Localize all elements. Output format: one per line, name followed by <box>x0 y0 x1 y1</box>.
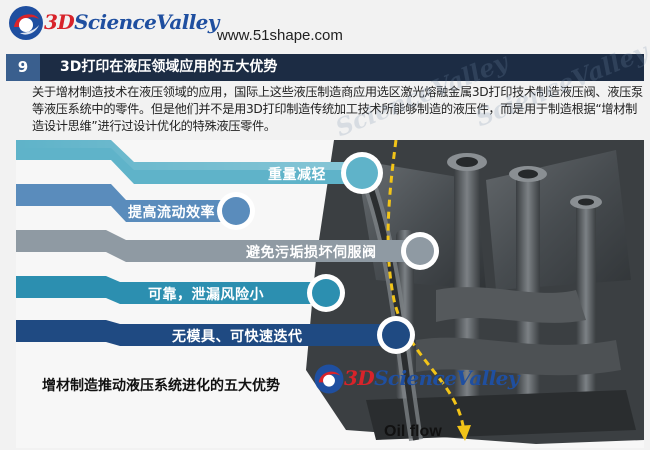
section-number: 9 <box>6 54 40 81</box>
infographic: 重量减轻 提高流动效率 避免污垢损坏伺服阀 可靠，泄漏风险小 无模具、可快速迭代… <box>16 140 644 448</box>
advantage-label-flow-efficiency: 提高流动效率 <box>128 205 215 221</box>
connector-circle-4 <box>307 274 345 312</box>
advantage-label-weight: 重量减轻 <box>268 167 326 183</box>
infographic-caption: 增材制造推动液压系统进化的五大优势 <box>42 378 280 394</box>
band-4 <box>16 276 318 304</box>
band-5 <box>16 320 388 346</box>
logo-wordmark: ScienceValley <box>74 10 219 34</box>
logo-mark: 3D <box>44 10 75 34</box>
watermark-logo: 3DScienceValley <box>312 362 519 402</box>
connector-circle-5 <box>377 316 415 354</box>
logo-swirl-icon <box>9 6 43 40</box>
logo-text: 3DScienceValley <box>44 10 219 34</box>
section-title-bar: 9 3D打印在液压领域应用的五大优势 <box>6 54 644 81</box>
advantage-label-no-mold: 无模具、可快速迭代 <box>172 329 303 345</box>
band-3 <box>16 230 412 262</box>
infographic-art <box>16 140 644 444</box>
advantage-label-reliable: 可靠，泄漏风险小 <box>148 287 264 303</box>
logo: 3DScienceValley <box>6 3 219 45</box>
watermark-logo-text: 3DScienceValley <box>344 366 519 390</box>
watermark-logo-swirl-icon <box>314 364 344 394</box>
watermark-logo-wordmark: ScienceValley <box>374 366 519 390</box>
site-url[interactable]: www.51shape.com <box>217 27 343 44</box>
band-1 <box>16 140 356 184</box>
intro-paragraph: 关于增材制造技术在液压领域的应用，国际上这些液压制造商应用选区激光熔融金属3D打… <box>32 85 643 133</box>
connector-circle-2 <box>217 192 255 230</box>
section-title: 3D打印在液压领域应用的五大优势 <box>60 59 278 75</box>
advantage-label-servo-valve: 避免污垢损坏伺服阀 <box>246 245 377 261</box>
watermark-logo-mark: 3D <box>344 366 375 390</box>
oil-flow-arrow <box>386 140 471 441</box>
connector-circle-3 <box>401 232 439 270</box>
oil-flow-label: Oil flow <box>384 423 442 440</box>
connector-circle-1 <box>341 152 383 194</box>
band-2 <box>16 184 226 222</box>
